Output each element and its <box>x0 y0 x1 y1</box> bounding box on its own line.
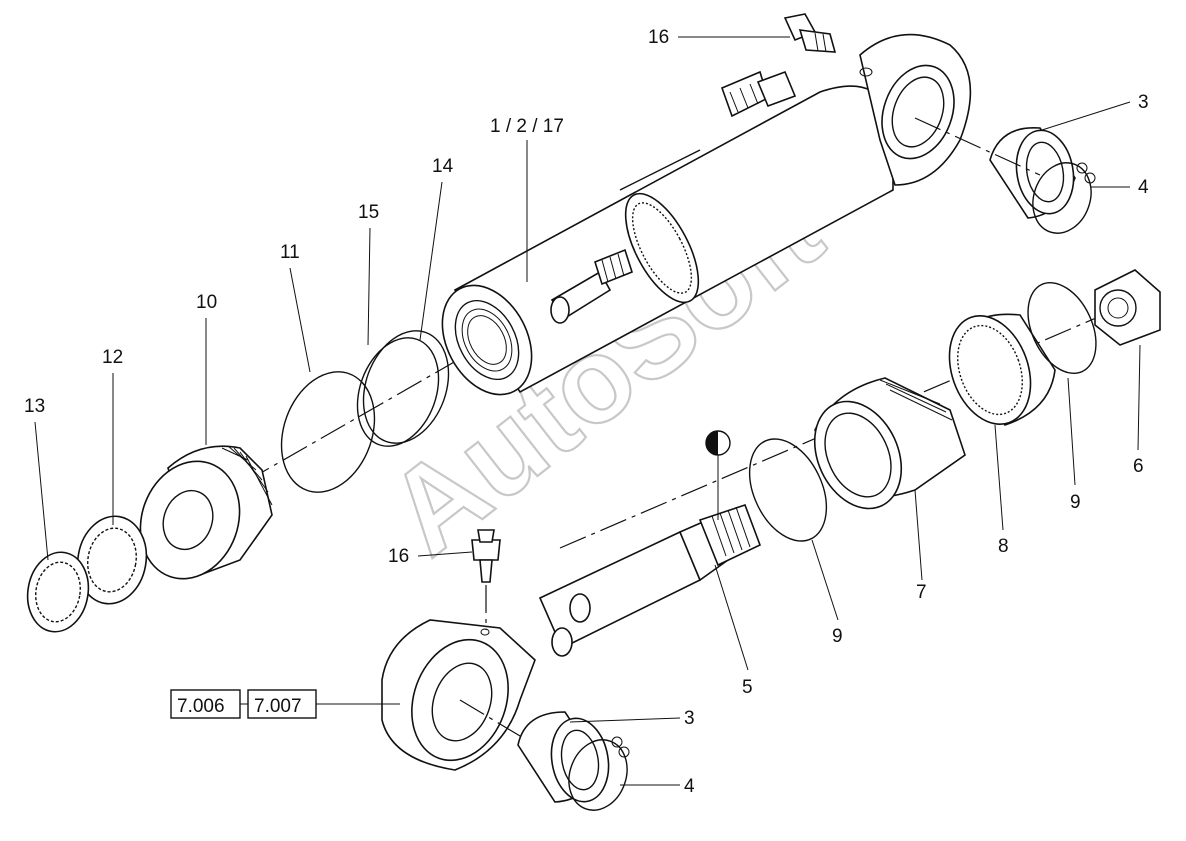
leader-lines <box>34 36 1141 786</box>
grease-nipple-bottom <box>471 529 501 630</box>
callout-12: 12 <box>102 347 123 368</box>
lock-nut-6 <box>1094 269 1161 346</box>
callout-9-mid: 9 <box>832 626 843 647</box>
grease-nipple-top <box>783 13 837 53</box>
wiper-ring-12 <box>76 515 148 605</box>
reference-7007-label: 7.007 <box>254 696 302 717</box>
retaining-ring-9-mid <box>748 438 828 542</box>
hydraulic-symbol-icon <box>705 430 731 456</box>
oring-14 <box>362 330 450 444</box>
callout-16-bottom: 16 <box>388 546 409 567</box>
axis-line-left <box>129 329 511 549</box>
callout-5: 5 <box>742 677 753 698</box>
bushing-top <box>989 127 1076 219</box>
bushing-bottom <box>517 711 610 803</box>
callout-13: 13 <box>24 396 45 417</box>
callout-3-bottom: 3 <box>684 708 695 729</box>
front-eye-lug <box>381 619 536 771</box>
reference-link-7006[interactable]: 7.006 <box>170 689 241 719</box>
cylinder-barrel <box>441 70 894 396</box>
seal-8 <box>948 313 1056 426</box>
oring-11 <box>280 371 376 493</box>
reference-7006-label: 7.006 <box>177 696 225 717</box>
callout-4-top: 4 <box>1138 177 1149 198</box>
rear-eye-lug <box>859 33 972 186</box>
callout-8: 8 <box>998 536 1009 557</box>
piston-7 <box>813 377 966 510</box>
reference-link-7007[interactable]: 7.007 <box>247 689 317 719</box>
callout-16-top: 16 <box>648 27 669 48</box>
piston-rod <box>538 503 762 657</box>
callout-9-right: 9 <box>1070 492 1081 513</box>
gland-nut <box>139 445 273 580</box>
axis-rear <box>914 117 1041 176</box>
seal-15 <box>356 337 440 447</box>
circlip-top <box>1032 162 1096 234</box>
scraper-ring-13 <box>26 551 90 633</box>
callout-15: 15 <box>358 202 379 223</box>
callout-14: 14 <box>432 156 454 177</box>
callout-10: 10 <box>196 292 217 313</box>
callout-11: 11 <box>280 242 300 263</box>
retaining-ring-9-right <box>1027 281 1097 375</box>
callout-6: 6 <box>1133 456 1144 477</box>
callout-3-top: 3 <box>1138 92 1149 113</box>
callout-1-2-17: 1 / 2 / 17 <box>490 116 564 137</box>
callout-4-bottom: 4 <box>684 776 695 797</box>
callout-7: 7 <box>916 582 927 603</box>
